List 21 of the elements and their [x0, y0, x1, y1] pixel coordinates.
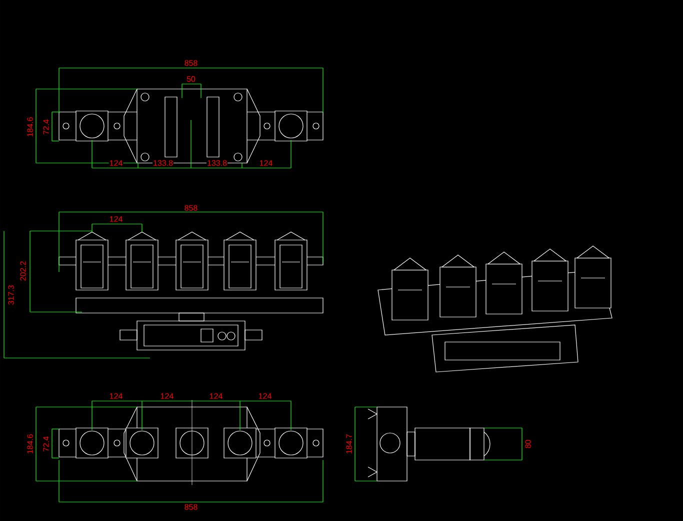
- dimension-label: 50: [186, 76, 196, 82]
- dimension-label: 858: [184, 60, 198, 66]
- dimension-label: 124: [108, 216, 124, 222]
- dimension-label: 72.4: [42, 118, 50, 136]
- dimension-label: 124: [108, 160, 124, 166]
- dimension-label: 124: [108, 392, 124, 400]
- dimension-label: 184.6: [26, 116, 34, 138]
- dimension-label: 124: [160, 392, 174, 400]
- dimension-label: 858: [184, 204, 198, 212]
- dimension-label: 184.7: [346, 433, 352, 454]
- dimension-label: 133.8: [152, 160, 174, 166]
- dimension-label: 124: [258, 392, 272, 400]
- dimension-label: 133.8: [206, 160, 228, 166]
- dimension-label: 124: [258, 160, 274, 166]
- dimension-label: 858: [184, 504, 198, 510]
- dimension-label: 124: [208, 392, 224, 400]
- dimension-label: 317.3: [8, 284, 14, 306]
- dimension-label: 72.4: [42, 436, 50, 452]
- dimension-label: 80: [524, 439, 532, 449]
- dimension-label: 202.2: [20, 260, 26, 282]
- dimension-label: 184.6: [26, 433, 34, 454]
